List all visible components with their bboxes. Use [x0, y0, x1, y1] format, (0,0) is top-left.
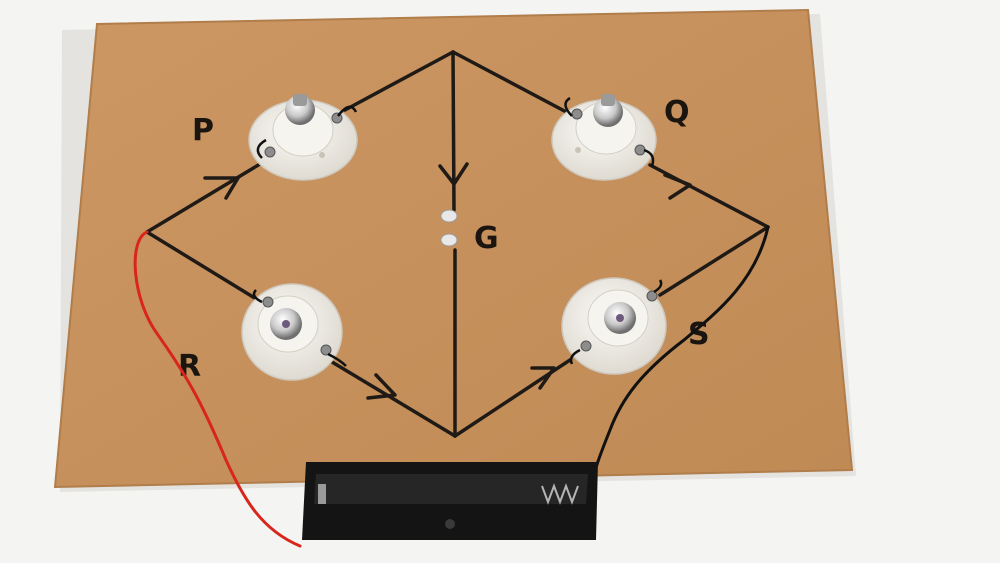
galvanometer-led: [440, 209, 458, 247]
direction-arrows: [203, 162, 692, 400]
lamp-s: [561, 277, 667, 375]
terminal-wires: [252, 96, 663, 367]
bulb-filament: [282, 320, 290, 328]
screw-hole: [319, 152, 325, 158]
terminal-wire: [256, 138, 267, 159]
line-galvanometer-upper: [451, 50, 456, 212]
terminal-screw: [646, 290, 658, 302]
line-left-to-r: [145, 230, 260, 302]
terminal-screw: [634, 144, 646, 156]
bulb-cap: [293, 94, 307, 106]
terminal-screw: [262, 296, 274, 308]
bulb-holder-icon: [285, 95, 315, 125]
line-s-to-right: [658, 225, 770, 297]
label-s: S: [688, 317, 710, 352]
label-r: R: [178, 349, 201, 384]
line-p-to-top: [343, 50, 455, 112]
arrow-right-lower: [530, 366, 556, 390]
lamp-p: [248, 94, 358, 181]
bulb-filament: [616, 314, 624, 322]
battery-compartment: [314, 474, 588, 504]
terminal-screw: [264, 146, 276, 158]
arrow-right-upper: [663, 173, 692, 200]
marker-circuit: [145, 50, 770, 438]
screw-hole: [575, 147, 581, 153]
arrow-galvanometer-down: [438, 162, 469, 186]
lamp-r: [241, 283, 343, 381]
line-r-to-bottom: [330, 360, 457, 438]
terminal-wire: [569, 348, 581, 365]
terminal-wire: [653, 279, 663, 294]
black-wire: [588, 225, 770, 494]
lamp-q: [551, 94, 657, 181]
battery-holder: [302, 462, 598, 540]
arrow-left-upper: [203, 176, 240, 200]
terminal-wire: [337, 105, 358, 117]
terminal-wire: [564, 96, 573, 117]
battery-contact: [318, 484, 326, 504]
line-left-to-p: [145, 156, 272, 234]
terminal-wire: [252, 289, 263, 304]
arrow-left-lower: [366, 373, 397, 400]
battery-spring: [541, 483, 579, 505]
terminal-wire: [643, 148, 655, 167]
terminal-screw: [320, 344, 332, 356]
label-g: G: [474, 221, 499, 256]
line-top-to-q: [451, 50, 574, 117]
bulb-cap: [601, 94, 615, 106]
bulb-holder-icon: [593, 97, 623, 127]
terminal-screw: [571, 108, 583, 120]
led-icon: [440, 233, 458, 247]
label-q: Q: [664, 95, 690, 130]
terminal-wire: [327, 352, 347, 367]
mounting-hole: [445, 519, 455, 529]
led-icon: [440, 209, 458, 223]
red-wire: [133, 230, 302, 548]
terminal-screw: [580, 340, 592, 352]
label-p: P: [192, 113, 214, 148]
